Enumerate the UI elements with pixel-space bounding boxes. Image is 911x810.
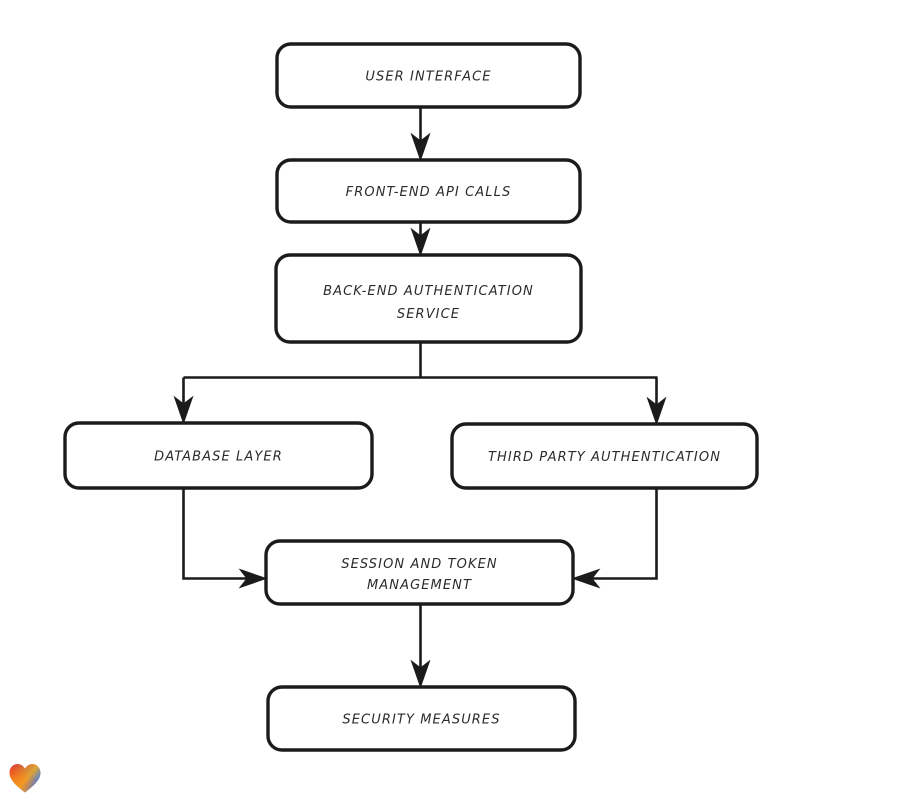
node-third-party-authentication[interactable]: THIRD PARTY AUTHENTICATION bbox=[450, 422, 759, 490]
node-shape-third-party-authentication[interactable] bbox=[450, 422, 759, 490]
heart-icon-overlay bbox=[9, 764, 41, 793]
edge-ui-to-api bbox=[410, 107, 431, 162]
node-back-end-authentication-service[interactable]: BACK-END AUTHENTICATION SERVICE bbox=[274, 253, 583, 344]
node-shape-front-end-api-calls[interactable] bbox=[275, 158, 582, 224]
node-shape-database-layer[interactable] bbox=[63, 421, 374, 490]
node-shape-user-interface[interactable] bbox=[275, 42, 582, 109]
node-label-user-interface: USER INTERFACE bbox=[365, 70, 491, 85]
node-label-front-end-api-calls: FRONT-END API CALLS bbox=[346, 185, 512, 200]
node-shape-session-and-token-management[interactable] bbox=[264, 539, 575, 606]
node-label-security-measures: SECURITY MEASURES bbox=[342, 713, 500, 728]
edge-session-to-security bbox=[410, 604, 431, 689]
edge-backend-to-database bbox=[173, 377, 194, 425]
edge-database-to-session bbox=[182, 488, 268, 589]
edge-backend-split-trunk bbox=[183, 342, 658, 379]
edge-backend-to-thirdparty bbox=[646, 377, 667, 426]
node-layer: USER INTERFACE FRONT-END API CALLS BACK-… bbox=[63, 42, 759, 752]
node-user-interface[interactable]: USER INTERFACE bbox=[275, 42, 582, 109]
node-session-and-token-management[interactable]: SESSION AND TOKEN MANAGEMENT bbox=[264, 539, 575, 606]
node-label-third-party-authentication: THIRD PARTY AUTHENTICATION bbox=[488, 450, 721, 465]
heart-icon bbox=[9, 764, 41, 793]
node-shape-security-measures[interactable] bbox=[266, 685, 577, 752]
node-label-back-end-authentication-service-line1: BACK-END AUTHENTICATION bbox=[323, 284, 534, 299]
node-front-end-api-calls[interactable]: FRONT-END API CALLS bbox=[275, 158, 582, 224]
node-security-measures[interactable]: SECURITY MEASURES bbox=[266, 685, 577, 752]
edge-thirdparty-to-session bbox=[571, 488, 658, 589]
connector-layer bbox=[173, 107, 667, 689]
node-shape-back-end-authentication-service[interactable] bbox=[274, 253, 583, 344]
node-label-session-and-token-management-line1: SESSION AND TOKEN bbox=[341, 557, 498, 572]
node-label-back-end-authentication-service-line2: SERVICE bbox=[397, 307, 460, 322]
node-label-session-and-token-management-line2: MANAGEMENT bbox=[367, 578, 472, 593]
edge-api-to-backend bbox=[410, 222, 431, 257]
node-database-layer[interactable]: DATABASE LAYER bbox=[63, 421, 374, 490]
node-label-database-layer: DATABASE LAYER bbox=[154, 450, 283, 465]
